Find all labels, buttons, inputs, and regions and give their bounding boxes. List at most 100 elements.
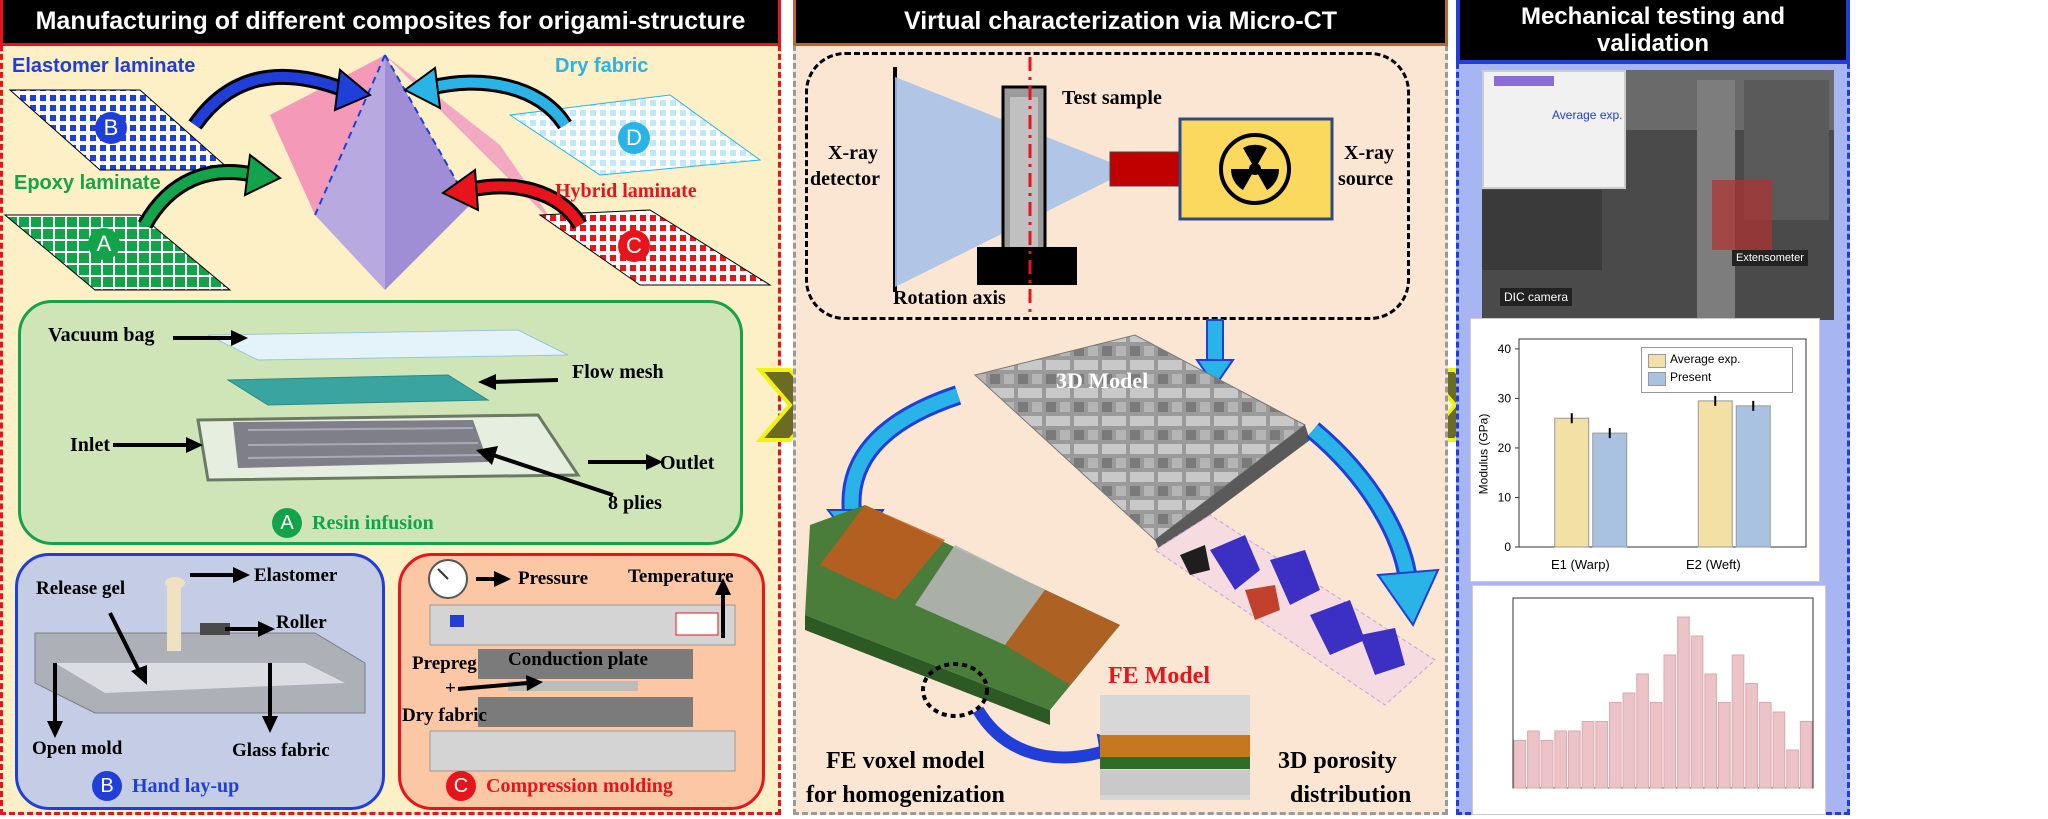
hist-bar-12 [1677, 616, 1690, 789]
temperature-label: Temperature [628, 566, 734, 587]
marker-d-sheet: D [618, 122, 650, 154]
xray-detector-label-2: detector [810, 168, 880, 190]
model-3d-render [973, 334, 1310, 552]
hand-layup-caption: Hand lay-up [132, 775, 240, 797]
plies-label: 8 plies [608, 492, 662, 514]
compression-molding-setup [428, 559, 736, 772]
test-photo: Average exp. DIC camera Extensometer [1482, 70, 1834, 320]
hist-bar-13 [1690, 635, 1704, 789]
hist-plot-frame [1512, 597, 1814, 789]
hybrid-laminate-sheet [538, 209, 772, 286]
compression-molding-caption: Compression molding [486, 775, 673, 797]
elastomer-label: Elastomer [254, 565, 338, 586]
fe-voxel-label-1: FE voxel model [826, 748, 985, 774]
plus-label: + [445, 678, 456, 699]
porosity-label-1: 3D porosity [1278, 748, 1397, 774]
microct-title: Virtual characterization via Micro-CT [793, 0, 1448, 46]
hist-bar-1 [1527, 730, 1540, 789]
test-sample-label: Test sample [1062, 87, 1162, 109]
bar-1-1 [1735, 405, 1771, 548]
bar-1-0 [1697, 400, 1733, 548]
bar-plot-frame [1518, 338, 1807, 548]
bar-ytick-label: 40 [1498, 342, 1512, 356]
dry-fabric-label: Dry fabric [555, 55, 649, 77]
hist-bar-4 [1568, 730, 1581, 789]
resin-infusion-setup [113, 329, 663, 497]
hist-bar-20 [1786, 749, 1799, 789]
xray-detector-label-1: X-ray [828, 142, 878, 164]
photo-tag-avg: Average exp. [1552, 108, 1623, 122]
microct-setup [893, 57, 1334, 317]
hist-bar-3 [1554, 730, 1568, 789]
mechanical-title-line-1: Mechanical testing and [1520, 3, 1786, 30]
fe-voxel-label-2: for homogenization [806, 782, 1005, 808]
xray-source-label-2: source [1338, 168, 1394, 190]
hist-bar-16 [1731, 654, 1745, 789]
hist-bar-5 [1581, 721, 1595, 789]
elastomer-laminate-label: Elastomer laminate [12, 55, 196, 77]
hist-bar-6 [1595, 721, 1608, 789]
bar-ylabel: Modulus (GPa) [1476, 413, 1491, 495]
model-3d-label: 3D Model [1056, 368, 1149, 393]
microct-setup-box [805, 52, 1410, 320]
bar-ytick-label: 20 [1498, 441, 1512, 455]
bar-ytick-label: 30 [1498, 391, 1512, 405]
porosity-label-2: distribution [1290, 782, 1412, 808]
hist-bar-7 [1608, 702, 1622, 789]
rotation-axis-label: Rotation axis [893, 287, 1006, 309]
bar-ytick-label: 10 [1498, 490, 1512, 504]
flow-mesh-label: Flow mesh [572, 361, 664, 383]
hist-bar-18 [1758, 702, 1772, 789]
pore-histogram-chart [1512, 597, 1814, 789]
photo-tag-dic: DIC camera [1500, 288, 1573, 306]
fe-model-render [1100, 695, 1250, 800]
outlet-label: Outlet [660, 452, 715, 474]
conduction-plate-label: Conduction plate [508, 649, 648, 670]
bar-category-e1: E1 (Warp) [1551, 557, 1610, 572]
pore-histogram [1472, 585, 1826, 815]
prepreg-label: Prepreg [412, 653, 477, 674]
hist-bar-0 [1513, 740, 1527, 789]
open-mold-label: Open mold [32, 738, 123, 759]
photo-tag-ext: Extensometer [1732, 250, 1808, 266]
xray-source-label-1: X-ray [1344, 142, 1394, 164]
manufacturing-title: Manufacturing of different composites fo… [0, 0, 781, 46]
marker-a-sheet: A [88, 228, 120, 260]
pressure-label: Pressure [518, 568, 589, 589]
hist-bar-14 [1704, 673, 1718, 789]
marker-c-compression: C [446, 771, 476, 801]
hist-bar-11 [1663, 654, 1677, 789]
glass-fabric-label: Glass fabric [232, 740, 330, 761]
hist-bar-9 [1636, 673, 1649, 789]
hist-bar-15 [1718, 702, 1731, 789]
hist-bar-17 [1745, 683, 1758, 789]
fe-model-label: FE Model [1108, 663, 1210, 689]
vacuum-bag-label: Vacuum bag [48, 324, 155, 346]
release-gel-label: Release gel [36, 578, 126, 599]
hist-bar-10 [1649, 702, 1663, 789]
inlet-label: Inlet [70, 434, 110, 456]
marker-a-resin: A [272, 508, 302, 538]
laminate-arrows [138, 66, 587, 230]
hist-bar-2 [1540, 740, 1554, 789]
marker-c-sheet: C [618, 230, 650, 262]
hist-bar-19 [1772, 711, 1786, 789]
resin-infusion-caption: Resin infusion [312, 512, 434, 534]
porosity-render [1154, 514, 1436, 706]
bar-0-0 [1554, 417, 1590, 548]
mechanical-title-line-2: validation [1596, 30, 1710, 57]
modulus-chart: 0 10 20 30 40 Modulus (GPa) Average exp. Pre… [1470, 318, 1820, 582]
bar-ytick-label: 0 [1504, 540, 1511, 554]
hist-bar-8 [1622, 692, 1636, 789]
fe-voxel-render [805, 505, 1120, 725]
bar-legend: Average exp. Present [1641, 347, 1793, 393]
hand-layup-setup [34, 567, 366, 738]
epoxy-laminate-label: Epoxy laminate [14, 172, 161, 194]
microct-flow-arrows [826, 385, 1440, 767]
dry-fabric-molding-label: Dry fabric [402, 705, 487, 726]
mechanical-title: Mechanical testing and validation [1456, 0, 1850, 64]
bar-legend-present: Present [1670, 370, 1712, 384]
bar-legend-avg: Average exp. [1670, 352, 1741, 366]
hybrid-laminate-label: Hybrid laminate [555, 180, 697, 202]
bar-0-1 [1592, 432, 1628, 548]
